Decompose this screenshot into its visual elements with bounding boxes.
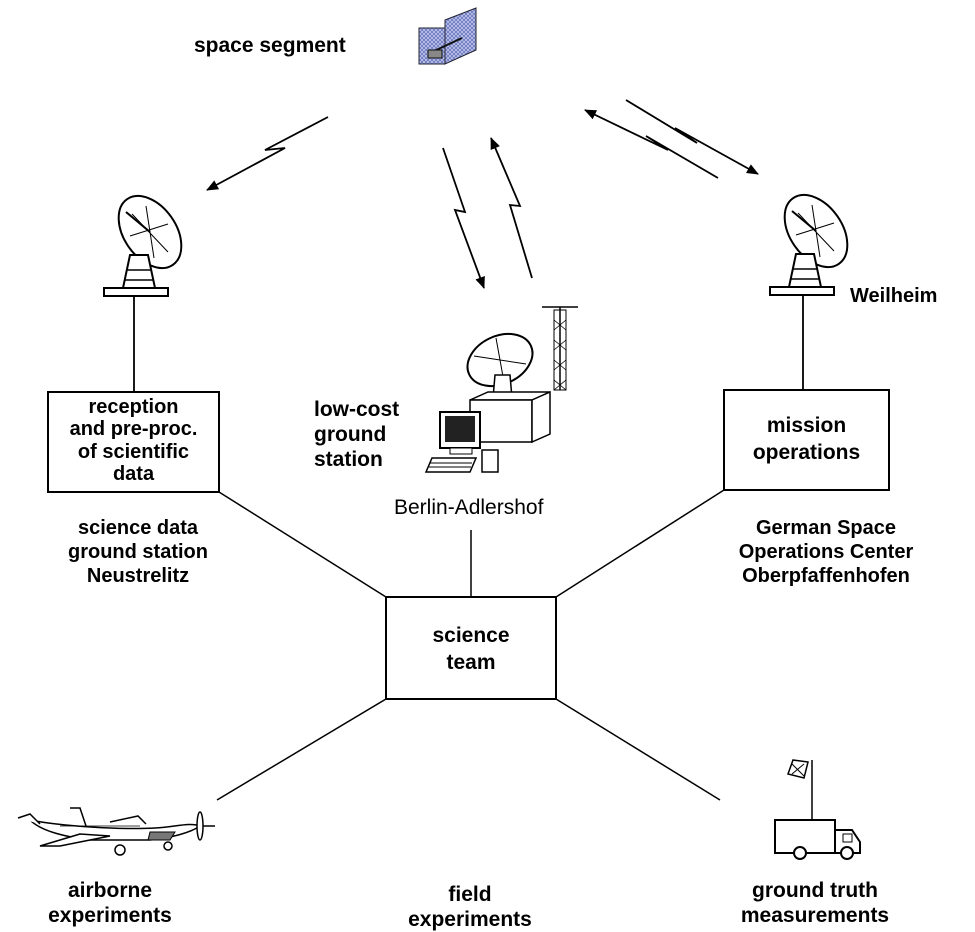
science-data-station-label: science data ground station Neustrelitz: [38, 516, 238, 588]
science-data-line-3: Neustrelitz: [86, 565, 190, 587]
science-team-line-1: science: [432, 624, 510, 647]
two-way-link-right-arrow: [584, 99, 759, 179]
dish-antenna-icon: [769, 193, 849, 296]
ground-truth-line-1: ground truth: [752, 879, 878, 902]
field-line-1: field: [448, 883, 492, 906]
mission-line-2: operations: [752, 441, 861, 465]
weilheim-label: Weilheim: [850, 285, 938, 307]
downlink-left-arrow: [206, 116, 329, 191]
mission-box-text: mission operations: [724, 412, 889, 467]
low-cost-line-3: station: [314, 447, 383, 471]
gsoc-line-2: Operations Center: [738, 541, 914, 563]
low-cost-line-1: low-cost: [314, 398, 400, 421]
gsoc-line-3: Oberpfaffenhofen: [742, 565, 910, 587]
reception-line-2: and pre-proc.: [69, 418, 198, 441]
satellite-icon: [418, 7, 477, 65]
airborne-line-1: airborne: [67, 879, 153, 902]
science-team-box: [385, 596, 557, 700]
reception-line-1: reception: [88, 396, 179, 418]
gsoc-label: German Space Operations Center Oberpfaff…: [706, 516, 946, 588]
downlink-center-arrow: [442, 147, 485, 289]
berlin-adlershof-label: Berlin-Adlershof: [394, 496, 544, 519]
reception-box-text: reception and pre-proc. of scientific da…: [48, 396, 219, 486]
space-segment-label: space segment: [194, 34, 346, 57]
low-cost-station-label: low-cost ground station: [314, 398, 399, 472]
mission-line-1: mission: [766, 414, 847, 437]
science-team-text: science team: [386, 622, 556, 677]
ground-truth-line-2: measurements: [740, 904, 890, 928]
airborne-experiments-label: airborne experiments: [20, 878, 200, 928]
gsoc-line-1: German Space: [755, 517, 897, 539]
science-data-line-1: science data: [77, 517, 199, 539]
reception-box: [47, 391, 220, 493]
airborne-line-2: experiments: [48, 904, 172, 928]
science-data-line-2: ground station: [68, 541, 208, 563]
uplink-center-arrow: [490, 137, 533, 279]
airplane-icon: [17, 807, 215, 856]
field-experiments-label: field experiments: [380, 882, 560, 932]
ground-station-icon: [424, 306, 578, 473]
ground-truth-label: ground truth measurements: [715, 878, 915, 928]
reception-line-3: of scientific: [77, 440, 190, 463]
field-line-2: experiments: [408, 908, 532, 932]
dish-antenna-icon: [103, 194, 183, 297]
connector-lines: [216, 489, 725, 801]
truck-icon: [774, 759, 861, 860]
reception-line-4: data: [112, 463, 155, 486]
science-team-line-2: team: [446, 651, 496, 675]
mission-operations-box: [723, 389, 890, 491]
low-cost-line-2: ground: [314, 422, 387, 446]
